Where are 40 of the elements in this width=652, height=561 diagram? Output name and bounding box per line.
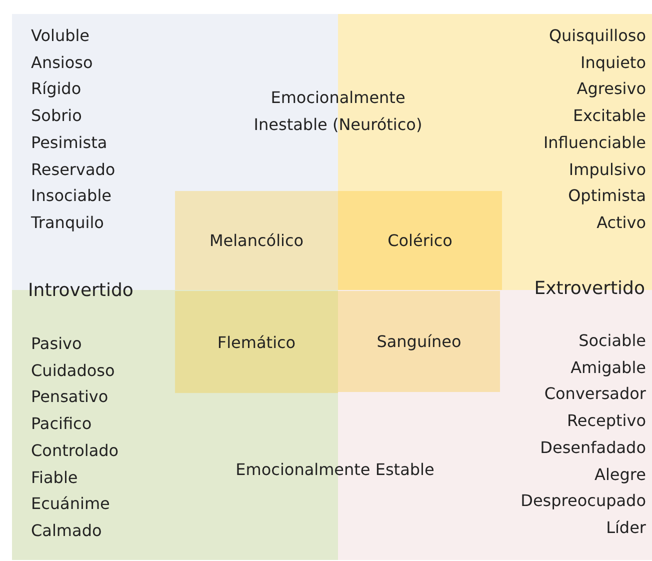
trait-word: Cuidadoso bbox=[31, 360, 115, 381]
trait-word: Despreocupado bbox=[520, 491, 646, 512]
trait-word: Pensativo bbox=[31, 387, 108, 408]
trait-word: Insociable bbox=[31, 186, 112, 206]
trait-word: Fiable bbox=[31, 468, 78, 488]
trait-word: Pasivo bbox=[31, 334, 82, 354]
trait-word: Líder bbox=[606, 518, 646, 538]
trait-word: Receptivo bbox=[566, 411, 646, 432]
trait-word: Ansioso bbox=[31, 52, 93, 73]
dimension-label: Emocionalmente Estable bbox=[235, 459, 435, 481]
trait-word: Reservado bbox=[31, 160, 116, 180]
trait-word: Sociable bbox=[578, 331, 646, 351]
trait-word: Alegre bbox=[594, 464, 646, 484]
trait-word: Conversador bbox=[544, 384, 646, 404]
temperament-box: Flemático bbox=[175, 291, 338, 393]
trait-word: Ecuánime bbox=[31, 494, 110, 514]
trait-word: Inquieto bbox=[580, 52, 646, 73]
trait-word: Pacifico bbox=[31, 414, 92, 434]
trait-word: Quisquilloso bbox=[548, 26, 646, 46]
temperament-box: Sanguíneo bbox=[338, 291, 500, 392]
trait-word: Excitable bbox=[572, 106, 646, 126]
temperament-box: Melancólico bbox=[175, 191, 338, 290]
axis-label: Extrovertido bbox=[533, 277, 645, 301]
trait-word: Desenfadado bbox=[540, 438, 646, 458]
trait-word: Voluble bbox=[31, 26, 90, 46]
trait-word: Tranquilo bbox=[31, 212, 104, 233]
trait-word: Pesimista bbox=[31, 132, 108, 153]
trait-word: Controlado bbox=[31, 440, 119, 461]
trait-word: Impulsivo bbox=[568, 160, 646, 180]
trait-word: Optimista bbox=[568, 186, 646, 206]
trait-word: Activo bbox=[596, 212, 646, 233]
trait-word: Amigable bbox=[570, 358, 646, 378]
dimension-label: Emocionalmente Inestable (Neurótico) bbox=[252, 87, 424, 136]
trait-word: Calmado bbox=[31, 520, 102, 541]
trait-word: Influenciable bbox=[543, 132, 646, 153]
trait-word: Rígido bbox=[31, 79, 82, 100]
axis-label: Introvertido bbox=[28, 279, 134, 303]
temperament-box: Colérico bbox=[338, 191, 502, 290]
trait-word: Sobrio bbox=[31, 106, 82, 126]
trait-word: Agresivo bbox=[576, 79, 646, 100]
